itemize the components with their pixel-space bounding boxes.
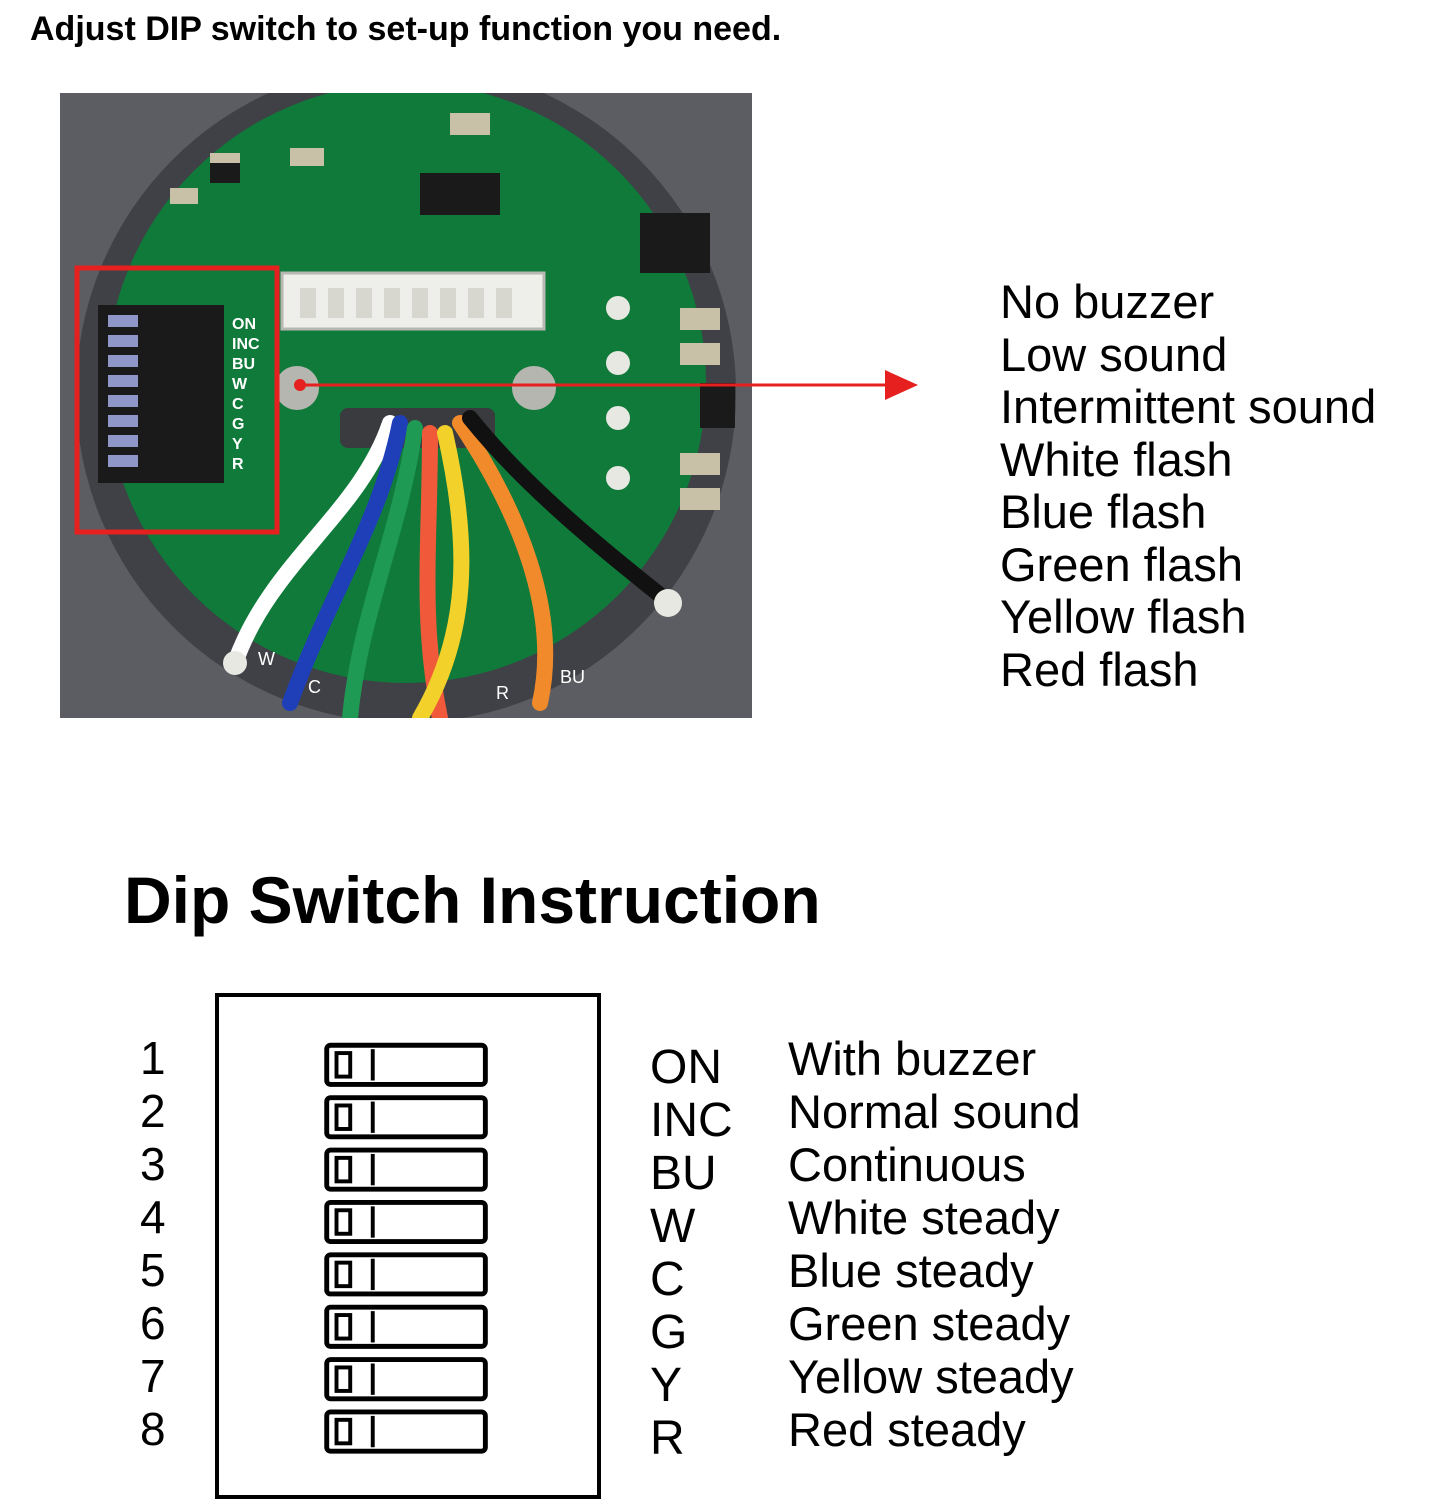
intro-text: Adjust DIP switch to set-up function you… <box>30 10 782 48</box>
dip-silk-label: Y <box>232 436 243 453</box>
off-function-list: No buzzer Low sound Intermittent sound W… <box>1000 275 1377 696</box>
dip-toggle <box>324 1252 488 1297</box>
dip-silk-label: G <box>232 416 244 433</box>
dip-switch-diagram <box>215 993 601 1499</box>
dip-silk-label: C <box>232 396 244 413</box>
on-function-3: Continuous <box>788 1138 1026 1191</box>
on-function-2: Normal sound <box>788 1085 1081 1138</box>
switch-number: 3 <box>140 1138 166 1190</box>
switch-code: ON <box>650 1041 722 1094</box>
switch-code: W <box>650 1200 696 1253</box>
switch-code-list: ON INC BU W C G Y R <box>650 1041 733 1465</box>
on-function-list: With buzzer Normal sound Continuous Whit… <box>788 1032 1081 1456</box>
off-function-4: White flash <box>1000 432 1233 486</box>
dip-toggle <box>324 1147 488 1192</box>
pcb-board <box>106 93 706 683</box>
off-function-5: Blue flash <box>1000 485 1207 538</box>
dip-toggle <box>324 1409 488 1454</box>
dip-toggle <box>324 1357 488 1402</box>
on-function-7: Yellow steady <box>788 1350 1074 1403</box>
dip-silk-label: W <box>232 376 248 393</box>
switch-number: 2 <box>140 1085 166 1137</box>
switch-code: Y <box>650 1359 683 1412</box>
dip-toggle <box>324 1199 488 1245</box>
off-function-3: Intermittent sound <box>1000 380 1377 433</box>
switch-number: 8 <box>140 1403 166 1455</box>
switch-number-list: 1 2 3 4 5 6 7 8 <box>140 1032 166 1456</box>
switch-number: 1 <box>140 1032 166 1084</box>
off-function-2: Low sound <box>1000 327 1228 381</box>
on-function-6: Green steady <box>788 1297 1071 1350</box>
pointer-arrow <box>290 360 930 410</box>
dip-toggle <box>324 1095 488 1140</box>
switch-code: G <box>650 1306 688 1359</box>
switch-code: C <box>650 1253 685 1306</box>
instruction-title: Dip Switch Instruction <box>124 863 821 937</box>
dip-toggle <box>324 1304 488 1349</box>
dip-silk-label: R <box>232 456 244 473</box>
switch-number: 5 <box>140 1244 166 1296</box>
wire-silk-label: C <box>308 677 321 697</box>
on-function-4: White steady <box>788 1191 1060 1244</box>
dip-toggle <box>324 1042 488 1087</box>
on-function-1: With buzzer <box>788 1032 1037 1085</box>
dip-silk-label: INC <box>232 336 260 353</box>
switch-number: 4 <box>140 1191 166 1243</box>
on-function-5: Blue steady <box>788 1244 1034 1297</box>
switch-number: 7 <box>140 1350 166 1402</box>
wire-silk-label: W <box>258 649 275 669</box>
on-function-8: Red steady <box>788 1403 1026 1456</box>
switch-code: R <box>650 1412 685 1465</box>
switch-code: INC <box>650 1094 733 1147</box>
dip-silk-label: ON <box>232 316 256 333</box>
dip-silk-label: BU <box>232 356 255 373</box>
off-function-7: Yellow flash <box>1000 590 1247 643</box>
switch-code: BU <box>650 1147 717 1200</box>
switch-number: 6 <box>140 1297 166 1349</box>
off-function-6: Green flash <box>1000 537 1243 591</box>
wire-silk-label: BU <box>560 667 585 687</box>
off-function-1: No buzzer <box>1000 275 1215 328</box>
dip-highlight-box <box>74 265 280 535</box>
wire-silk-label: R <box>496 683 509 703</box>
off-function-8: Red flash <box>1000 642 1199 696</box>
